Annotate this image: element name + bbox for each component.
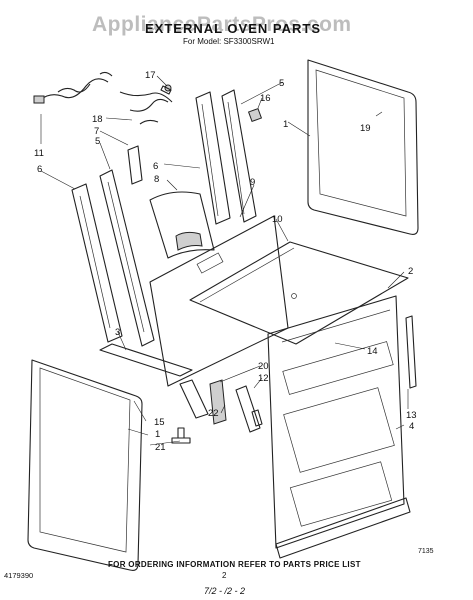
- power-cord-part: [33, 71, 113, 104]
- callout-label: 20: [258, 361, 269, 372]
- revision-date: 7/2 - /2 - 2: [204, 586, 246, 596]
- page-title: EXTERNAL OVEN PARTS: [145, 21, 321, 36]
- callout-label: 19: [360, 123, 371, 134]
- callout-label: 18: [92, 114, 103, 125]
- screw-part: [160, 85, 172, 95]
- oven-top-panel-part: [189, 241, 409, 345]
- callout-label: 22: [208, 408, 219, 419]
- callout-label: 16: [260, 93, 271, 104]
- callout-label: 12: [258, 373, 269, 384]
- callout-label: 6: [153, 161, 158, 172]
- callout-label: 2: [408, 266, 413, 277]
- page-number: 2: [222, 571, 227, 580]
- ordering-note: FOR ORDERING INFORMATION REFER TO PARTS …: [108, 560, 361, 569]
- callout-label: 1: [283, 119, 288, 130]
- bracket-part: [149, 191, 215, 259]
- left-front-panel-part: [27, 359, 143, 571]
- callout-label: 4: [409, 421, 414, 432]
- right-side-panel-part: [307, 59, 419, 235]
- callout-label: 14: [367, 346, 378, 357]
- callout-label: 5: [95, 136, 100, 147]
- leveling-leg-part: [171, 427, 191, 444]
- callout-labels: 17 5 16 18 7 1 19 11 5 6 6 8 9 10 2 3 14…: [34, 70, 417, 453]
- leader-lines: [40, 75, 409, 446]
- left-side-trim-part: [71, 183, 123, 343]
- side-trim-strip-part: [405, 315, 417, 389]
- hinge-part: [247, 107, 263, 123]
- model-subtitle: For Model: SF3300SRW1: [183, 37, 275, 46]
- kick-panel-part: [275, 497, 411, 559]
- callout-label: 10: [272, 214, 283, 225]
- document-number: 4179390: [4, 571, 34, 580]
- callout-label: 11: [34, 148, 44, 159]
- callout-label: 15: [154, 417, 165, 428]
- callout-label: 9: [250, 177, 255, 188]
- base-rail-part: [99, 343, 209, 419]
- center-rear-frame-part: [195, 89, 257, 225]
- watermark-text: AppliancePartsPros.com: [92, 13, 352, 36]
- wire-harness-part: [119, 84, 173, 125]
- callout-label: 17: [145, 70, 156, 81]
- callout-label: 13: [406, 410, 417, 421]
- callout-label: 8: [154, 174, 159, 185]
- callout-label: 3: [115, 327, 120, 338]
- callout-label: 5: [279, 78, 284, 89]
- diagram-code: 7135: [418, 548, 434, 555]
- callout-label: 6: [37, 164, 42, 175]
- left-front-frame-part: [99, 145, 155, 347]
- callout-label: 21: [155, 442, 166, 453]
- bracket-set-part: [209, 379, 263, 433]
- callout-label: 1: [155, 429, 160, 440]
- front-frame-part: [267, 295, 405, 549]
- callout-label: 7: [94, 126, 99, 137]
